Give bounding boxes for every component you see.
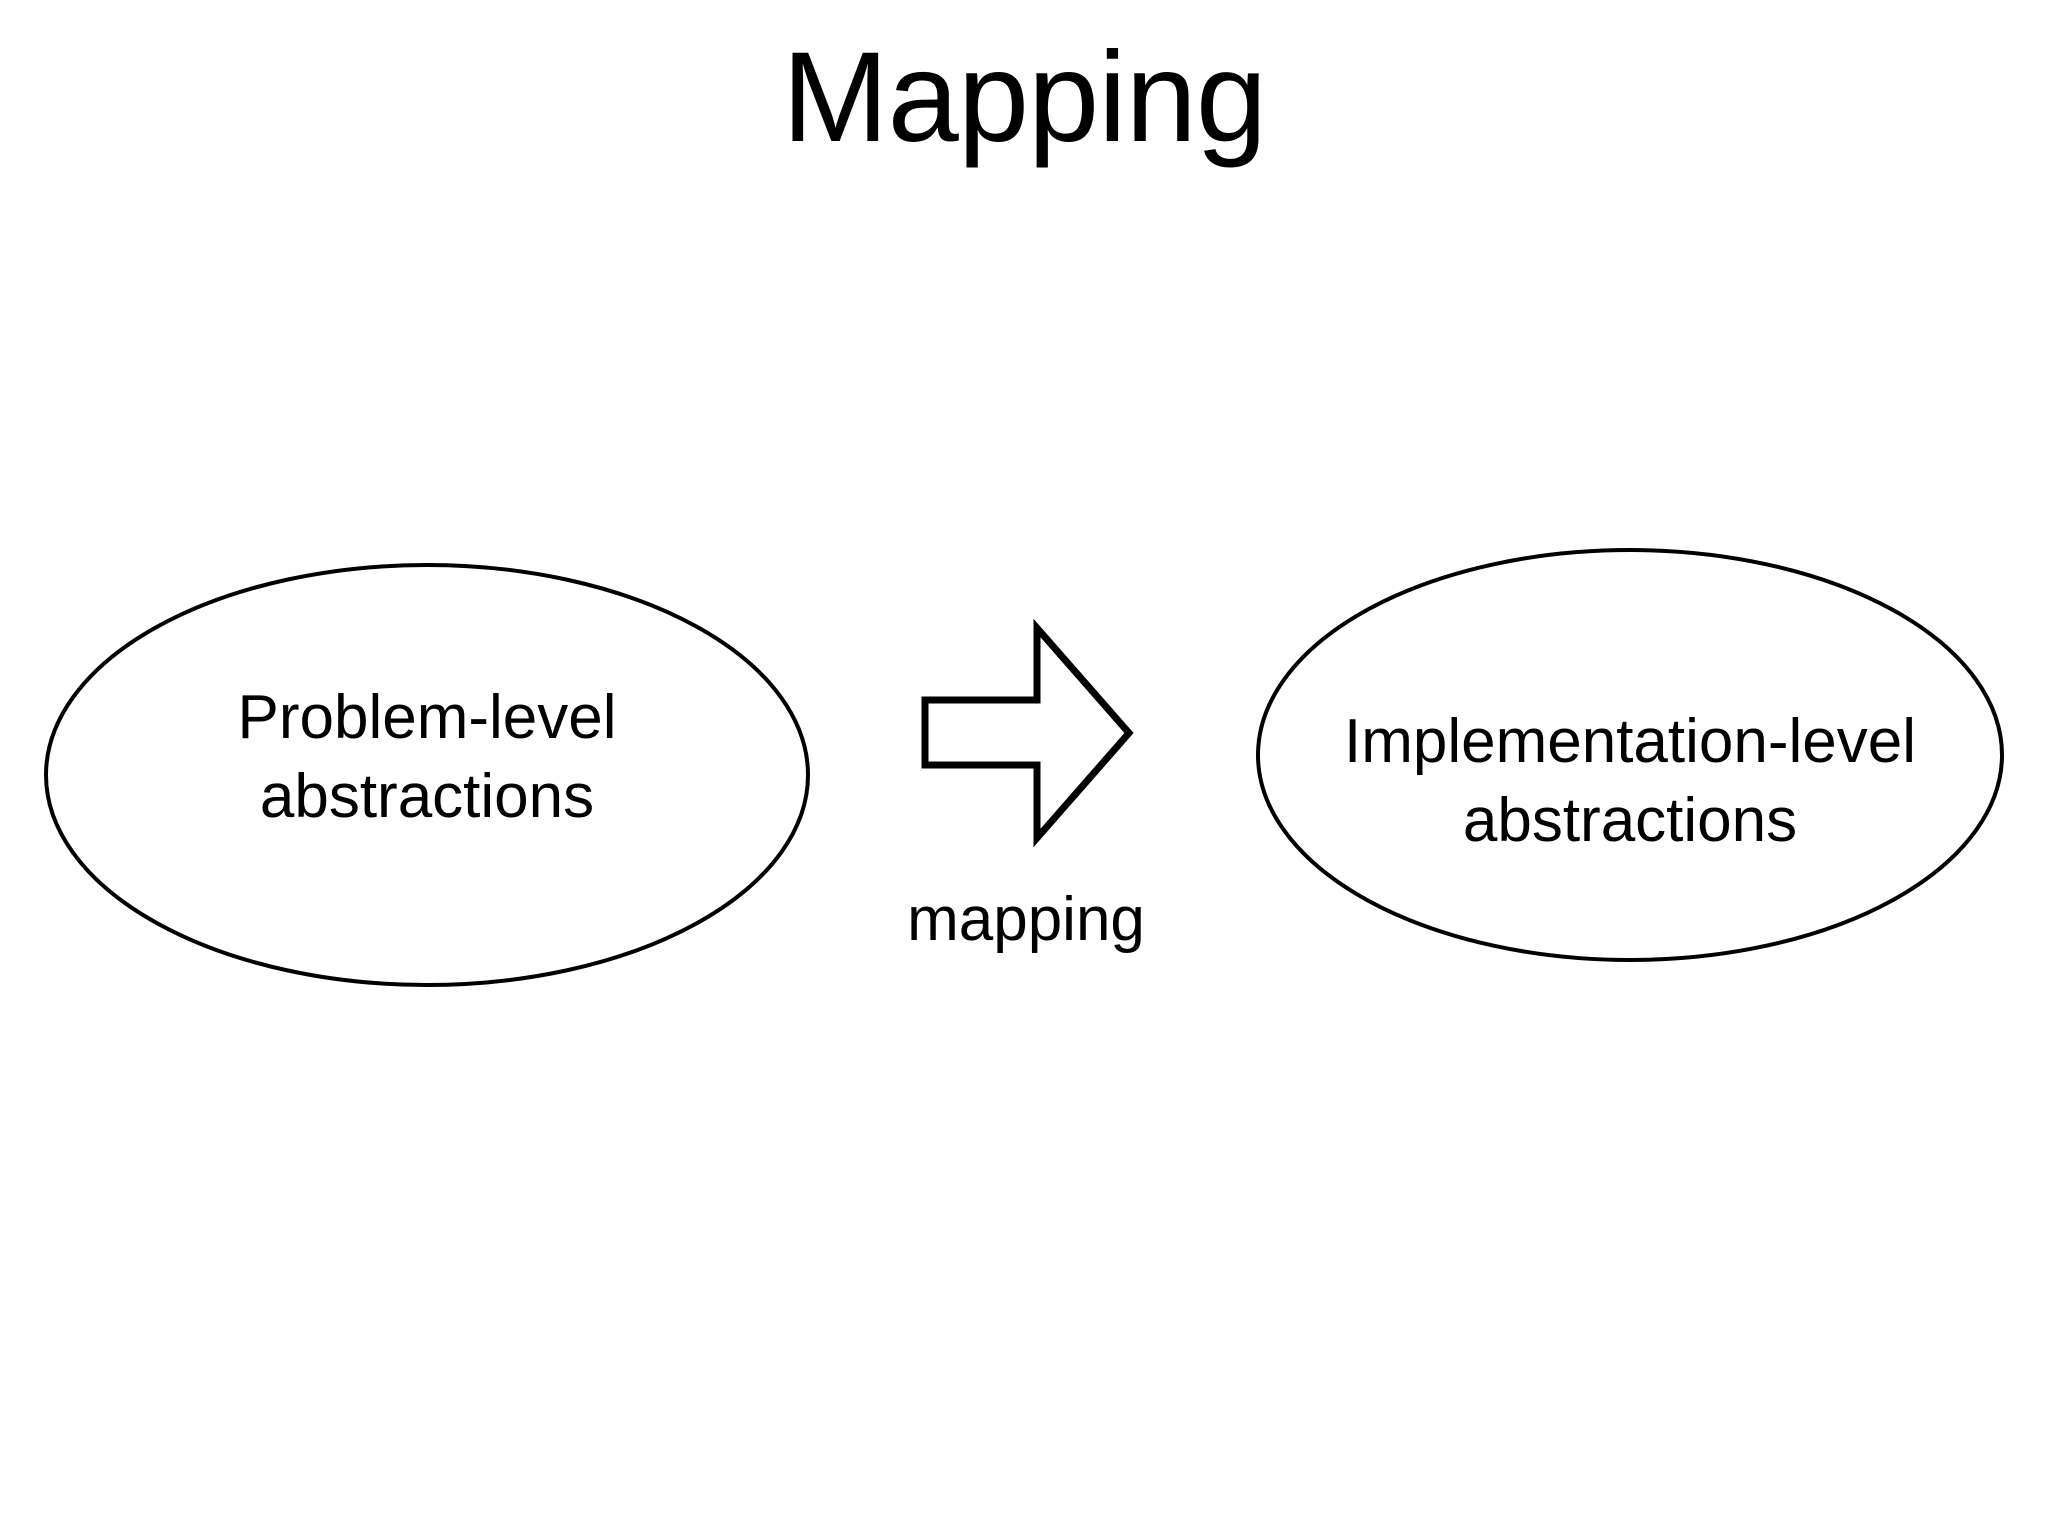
ellipse-implementation-level[interactable] [1256, 548, 2004, 962]
ellipse-problem-level-label: Problem-level abstractions [46, 678, 808, 837]
ellipse-problem-level-label-line-2: abstractions [259, 762, 595, 832]
mapping-arrow-label: mapping [907, 885, 1145, 954]
page-title: Mapping [782, 26, 1267, 169]
mapping-arrow-icon[interactable] [921, 618, 1134, 848]
ellipse-implementation-level-label-line-1: Implementation-level [1343, 707, 1917, 776]
ellipse-problem-level[interactable] [44, 563, 810, 987]
ellipse-implementation-level-label: Implementation-level abstractions [1250, 702, 2010, 861]
ellipse-problem-level-label-line-1: Problem-level [237, 683, 617, 752]
ellipse-implementation-level-label-line-2: abstractions [1462, 786, 1798, 856]
